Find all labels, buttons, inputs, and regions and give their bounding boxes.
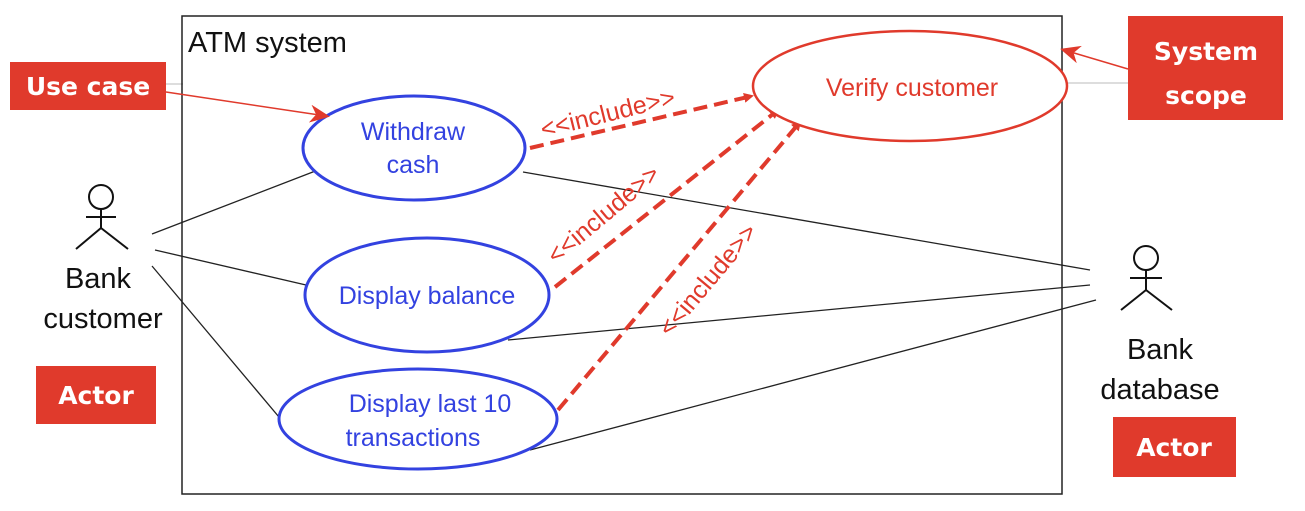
use-case-display-last-10[interactable]: Display last 10 transactions	[277, 367, 559, 471]
use-case-withdraw-cash[interactable]: Withdraw cash	[301, 94, 527, 202]
callout-label: Actor	[1136, 433, 1212, 462]
use-case-label: Verify customer	[826, 74, 998, 102]
actor-label: customer	[43, 303, 163, 335]
include-arrow-last10	[556, 120, 802, 412]
actor-bank-customer[interactable]: Bank customer	[43, 184, 163, 335]
actor-bank-database[interactable]: Bank database	[1100, 245, 1220, 406]
assoc-customer-withdraw	[151, 169, 319, 235]
include-arrow-withdraw	[529, 92, 754, 150]
callout-actor-left: Actor	[36, 366, 156, 424]
use-case-verify-customer[interactable]: Verify customer	[751, 29, 1069, 143]
callout-system-scope: System scope	[1128, 16, 1283, 120]
stick-figure-icon	[75, 184, 129, 250]
actor-label: database	[1100, 374, 1219, 406]
associations	[151, 169, 1097, 451]
callout-label: System	[1154, 37, 1258, 66]
use-case-label: cash	[387, 151, 440, 179]
callout-actor-right: Actor	[1113, 417, 1236, 477]
stick-figure-icon	[1120, 245, 1173, 311]
assoc-database-withdraw	[522, 171, 1091, 271]
include-label-withdraw: <<include>>	[538, 83, 678, 143]
actor-label: Bank	[1127, 334, 1194, 366]
include-arrow-balance	[553, 108, 780, 289]
assoc-database-balance	[507, 284, 1091, 341]
assoc-customer-balance	[154, 249, 307, 286]
system-title: ATM system	[188, 27, 347, 59]
callout-use-case-arrow	[165, 91, 330, 123]
use-case-label: Display last 10	[349, 390, 512, 418]
use-case-label: Display balance	[339, 282, 516, 310]
system-boundary	[181, 15, 1063, 495]
callout-use-case: Use case	[10, 62, 166, 110]
callout-label: scope	[1165, 81, 1247, 110]
include-arrows	[529, 92, 802, 412]
callout-label: Use case	[26, 72, 150, 101]
actor-label: Bank	[65, 263, 132, 295]
use-case-label: transactions	[346, 424, 481, 452]
use-case-display-balance[interactable]: Display balance	[303, 236, 551, 354]
assoc-customer-last10	[151, 265, 285, 424]
use-case-label: Withdraw	[361, 118, 466, 146]
assoc-database-last10	[529, 299, 1097, 451]
callout-label: Actor	[58, 381, 134, 410]
callout-system-scope-arrow	[1060, 45, 1129, 70]
